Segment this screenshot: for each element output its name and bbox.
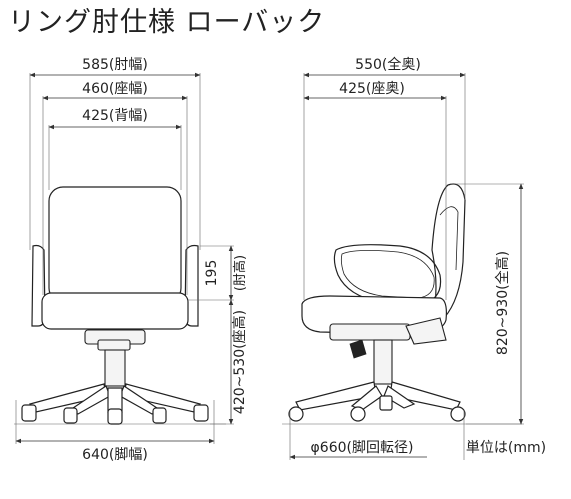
arm-height-label: (肘高) [232, 255, 248, 291]
front-seat [41, 292, 189, 330]
front-gas-cylinder [104, 349, 126, 387]
armrest-width-label: 585(肘幅) [82, 57, 148, 73]
front-backrest [48, 186, 182, 303]
unit-note: 単位は(mm) [466, 440, 546, 456]
arm-height-value: 195 [204, 260, 220, 287]
side-dimension-lines [289, 72, 524, 460]
side-gas-cylinder [373, 339, 393, 385]
back-width-label: 425(背幅) [82, 108, 148, 124]
total-height-label: 820~930(全高) [494, 251, 511, 355]
seat-width-label: 460(座幅) [82, 81, 148, 97]
side-casters [288, 395, 466, 422]
side-view-chair [282, 183, 522, 425]
seat-depth-label: 425(座奥) [339, 80, 405, 97]
front-dimension-lines [15, 72, 234, 444]
seat-height-label: 420~530(座高) [231, 310, 248, 414]
drawing-title: リング肘仕様 ローバック [8, 7, 326, 38]
total-depth-label: 550(全奥) [355, 56, 421, 73]
base-width-label: 640(脚幅) [82, 447, 148, 463]
front-view-chair [14, 186, 226, 425]
base-diameter-label: φ660(脚回転径) [311, 440, 414, 456]
front-casters [21, 404, 209, 425]
